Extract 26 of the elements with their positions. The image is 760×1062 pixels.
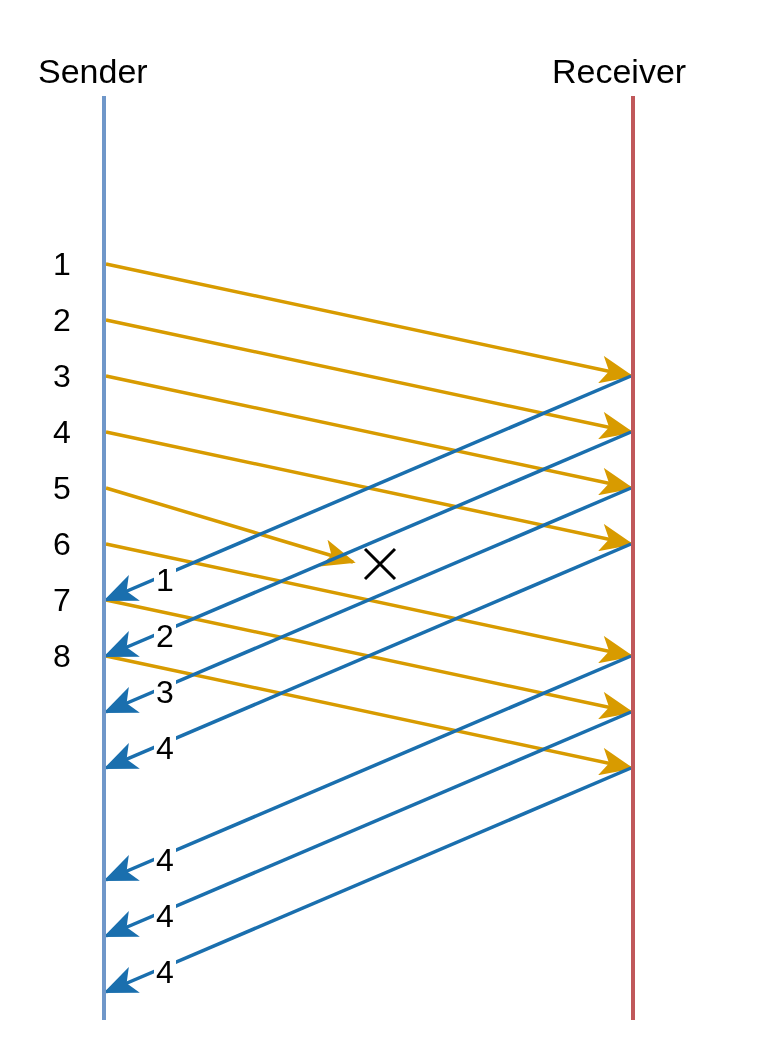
arrow [105,374,634,496]
edge-label: 1 [52,248,72,280]
edge-label: 6 [52,528,72,560]
edge-label: 2 [52,304,72,336]
arrow [103,766,632,994]
arrow [105,262,634,384]
arrow [103,710,632,938]
arrow [105,598,634,720]
arrow [103,430,632,658]
arrow [103,374,632,602]
lifeline-label: Receiver [552,54,687,88]
arrow [103,654,632,882]
edge-label: 7 [52,584,72,616]
lifeline-label: Sender [38,54,148,88]
arrow [103,542,632,770]
edge-label: 5 [52,472,72,504]
arrow [105,430,634,552]
edge-label: 3 [52,360,72,392]
arrow [105,654,634,776]
edge-label: 4 [52,416,72,448]
arrow [103,486,632,714]
arrow [105,542,634,664]
edge-label: 8 [52,640,72,672]
arrow [105,486,356,567]
arrow [105,318,634,440]
loss-mark [363,547,397,581]
